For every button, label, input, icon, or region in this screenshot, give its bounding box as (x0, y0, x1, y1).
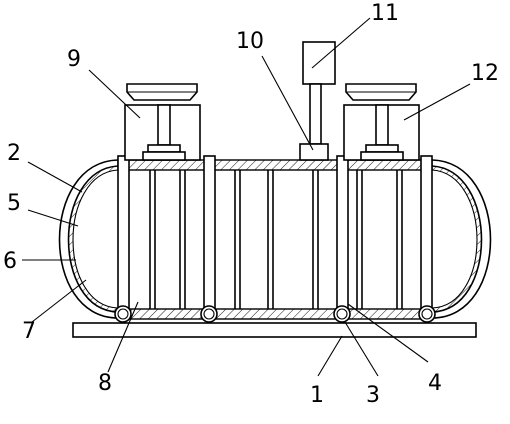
top-rail (117, 159, 433, 171)
left-tank-end (58, 159, 119, 319)
callout-1: 1 (310, 383, 324, 408)
callout-4: 4 (428, 371, 442, 396)
callout-7: 7 (22, 319, 36, 344)
bottom-rail (117, 308, 433, 320)
callout-9: 9 (67, 47, 81, 72)
callout-2: 2 (7, 141, 21, 166)
central-drive (299, 41, 336, 161)
callout-8: 8 (98, 371, 112, 396)
leader-lines (22, 17, 471, 377)
vertical-posts (117, 155, 433, 315)
callout-6: 6 (3, 249, 17, 274)
rollers (114, 305, 436, 323)
right-motor-unit (343, 83, 420, 161)
callout-12: 12 (471, 61, 499, 86)
callout-5: 5 (7, 191, 21, 216)
right-tank-end (431, 159, 492, 319)
left-motor-unit (124, 83, 201, 161)
callout-11: 11 (371, 1, 399, 26)
callouts: 9 2 10 11 12 5 6 7 8 1 3 4 (3, 1, 499, 408)
callout-3: 3 (366, 383, 380, 408)
base-plate (72, 322, 477, 338)
callout-10: 10 (236, 29, 264, 54)
internal-rods (149, 170, 403, 309)
